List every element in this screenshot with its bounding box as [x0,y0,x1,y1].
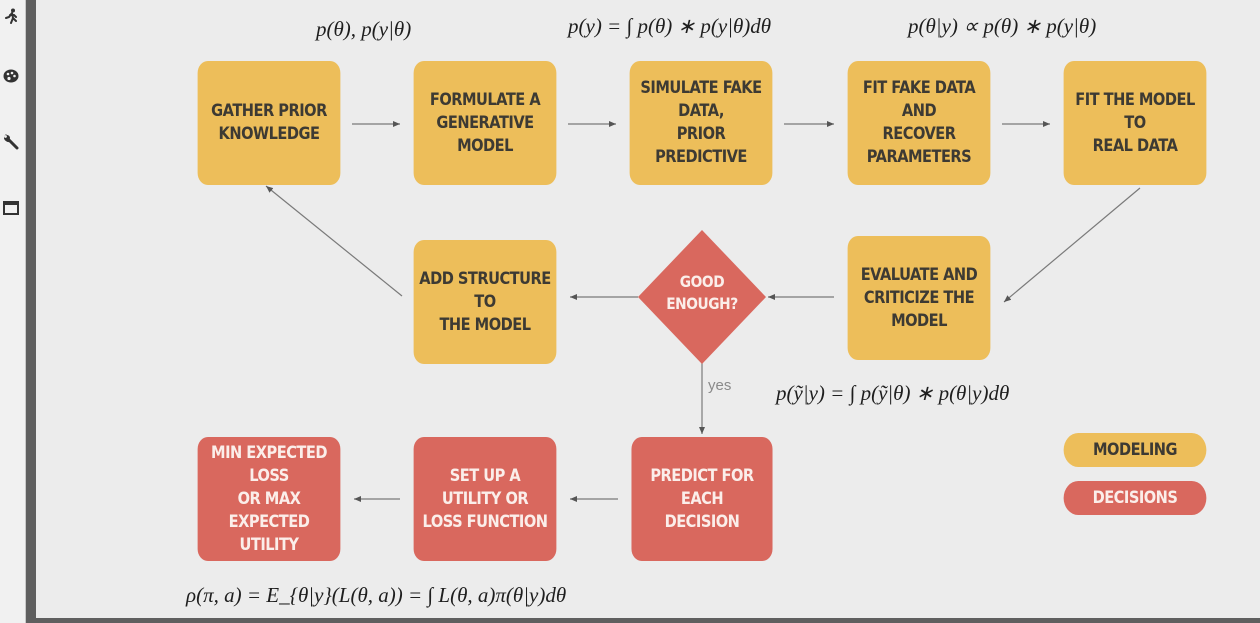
edge-fitreal-evaluate [1003,187,1141,303]
decision-diamond [638,230,766,364]
side-toolbar [0,0,26,623]
legend-decisions: DECISIONS [1063,481,1207,515]
formula-posterior: p(θ|y) ∝ p(θ) ∗ p(y|θ) [908,14,1097,38]
window-icon[interactable] [0,196,22,220]
formula-prior: p(θ), p(y|θ) [316,17,412,41]
wrench-icon[interactable] [0,130,22,154]
connector-layer [265,121,1141,502]
runner-icon[interactable] [0,4,22,28]
edge-add-gather [265,185,403,297]
slide-canvas: p(θ), p(y|θ) p(y) = ∫ p(θ) ∗ p(y|θ)dθ p(… [36,0,1260,618]
formula-marginal: p(y) = ∫ p(θ) ∗ p(y|θ)dθ [568,14,772,38]
palette-icon[interactable] [0,64,22,88]
legend-modeling: MODELING [1063,433,1207,467]
formula-posterior-predictive: p(ỹ|y) = ∫ p(ỹ|θ) ∗ p(θ|y)dθ [776,381,1010,405]
edge-label-yes: yes [708,377,732,394]
formula-risk: ρ(π, a) = E_{θ|y}(L(θ, a)) = ∫ L(θ, a)π(… [186,583,567,607]
node-simulate-fake-data: SIMULATE FAKE DATA,PRIOR PREDICTIVE [629,61,773,185]
